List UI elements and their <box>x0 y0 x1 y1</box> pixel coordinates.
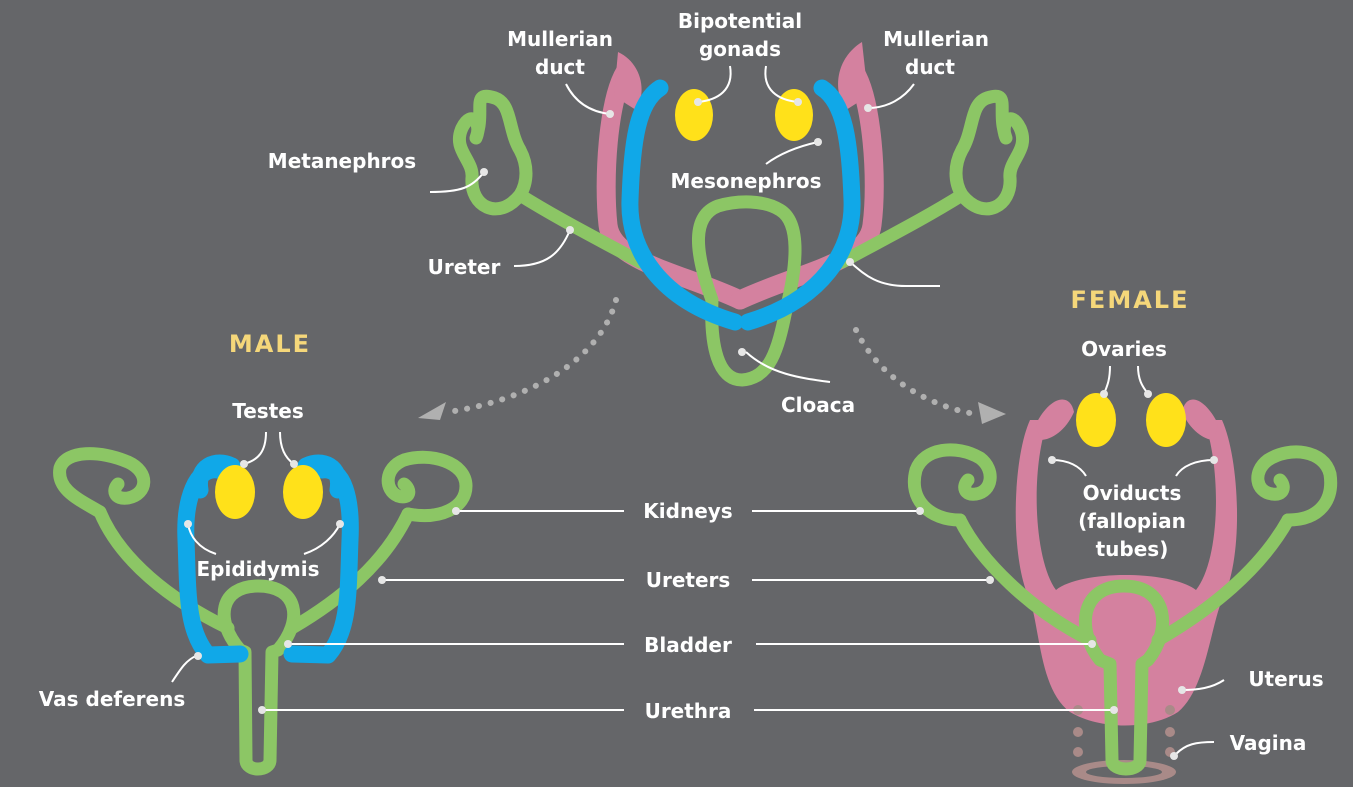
label-vas-deferens: Vas deferens <box>39 687 185 711</box>
female-uterus <box>1016 420 1237 726</box>
ovary-left <box>1076 393 1116 447</box>
oviduct-fimbriae-left <box>1036 400 1074 441</box>
ovary-right <box>1146 393 1186 447</box>
female-stage <box>914 393 1330 784</box>
testis-right <box>283 465 323 519</box>
metanephros-right <box>956 96 1023 209</box>
arrow-to-male <box>418 300 616 420</box>
label-bladder: Bladder <box>644 633 732 657</box>
label-mesonephros: Mesonephros <box>671 169 822 193</box>
vagina-dot-3 <box>1073 747 1083 757</box>
indifferent-stage <box>459 42 1022 380</box>
label-oviducts-1: Oviducts <box>1083 481 1182 505</box>
male-kidney-left <box>60 454 144 512</box>
label-ureter: Ureter <box>428 255 501 279</box>
label-ureters: Ureters <box>646 568 731 592</box>
label-mullerian-duct-right-1: Mullerian <box>883 27 989 51</box>
label-bipotential-2: gonads <box>699 37 781 61</box>
label-oviducts-3: tubes) <box>1096 537 1169 561</box>
label-metanephros: Metanephros <box>268 149 416 173</box>
bipotential-gonad-left <box>675 89 713 141</box>
label-cloaca: Cloaca <box>781 393 855 417</box>
vagina-dot-5 <box>1165 727 1175 737</box>
label-oviducts-2: (fallopian <box>1078 509 1186 533</box>
male-bladder-urethra <box>224 586 294 769</box>
label-mullerian-duct-left-1: Mullerian <box>507 27 613 51</box>
oviduct-fimbriae-right <box>1182 400 1218 441</box>
arrow-to-female <box>856 330 1006 424</box>
label-uterus: Uterus <box>1248 667 1323 691</box>
testis-left <box>215 465 255 519</box>
heading-female: FEMALE <box>1071 286 1190 314</box>
male-stage <box>60 454 466 769</box>
female-kidney-left <box>914 450 990 520</box>
male-kidney-right <box>388 457 466 515</box>
label-kidneys: Kidneys <box>643 499 732 523</box>
label-mullerian-duct-right-2: duct <box>905 55 955 79</box>
metanephros-left <box>459 96 526 209</box>
label-testes: Testes <box>232 399 303 423</box>
label-urethra: Urethra <box>645 699 732 723</box>
label-epididymis: Epididymis <box>197 557 320 581</box>
female-kidney-right <box>1258 452 1331 520</box>
vagina-dot-4 <box>1165 705 1175 715</box>
vagina-dot-2 <box>1073 727 1083 737</box>
label-bipotential-1: Bipotential <box>678 9 802 33</box>
label-mullerian-duct-left-2: duct <box>535 55 585 79</box>
heading-male: MALE <box>229 330 311 358</box>
label-vagina: Vagina <box>1230 731 1307 755</box>
label-ovaries: Ovaries <box>1081 337 1167 361</box>
